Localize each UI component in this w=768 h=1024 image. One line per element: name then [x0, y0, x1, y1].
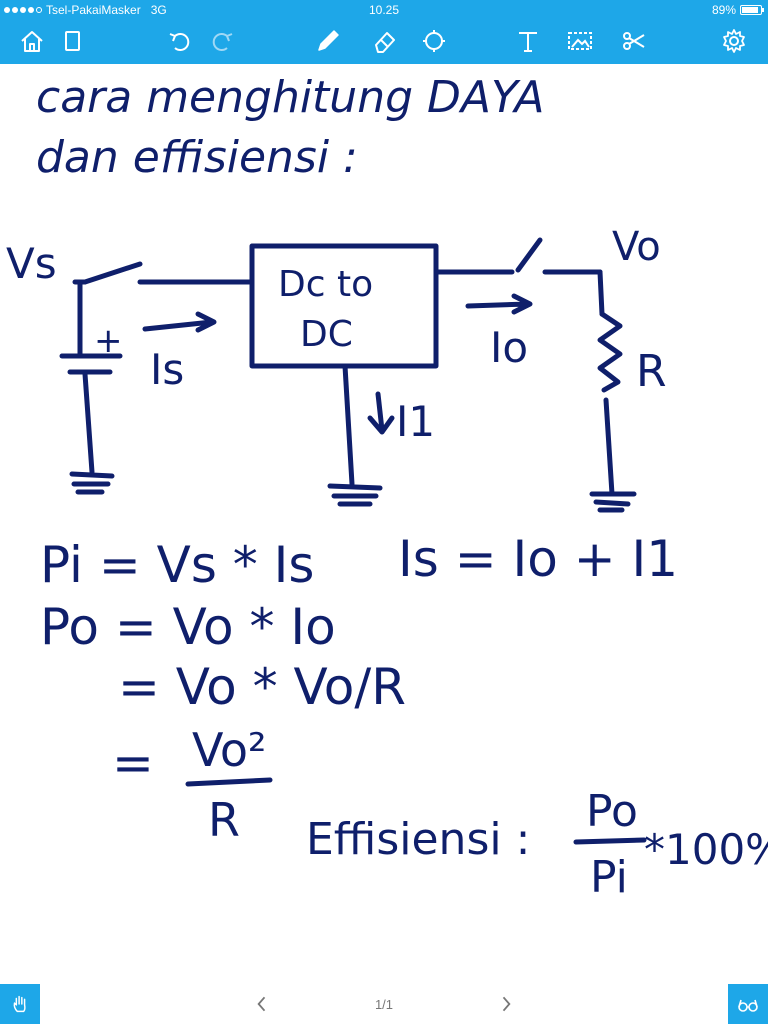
- note-title-line2: dan effisiensi :: [36, 132, 358, 183]
- status-right: 89%: [711, 3, 764, 17]
- status-time: 10.25: [368, 3, 400, 17]
- note-title-line1: cara menghitung DAYA: [36, 72, 545, 123]
- undo-button[interactable]: [162, 22, 198, 60]
- home-button[interactable]: [14, 22, 50, 60]
- battery-plus-label: +: [94, 321, 123, 361]
- eraser-tool[interactable]: [366, 22, 402, 60]
- app-toolbar: Tsel-PakaiMasker 3G 10.25 89%: [0, 0, 768, 64]
- efficiency-denominator: Pi: [590, 852, 628, 903]
- image-icon: [568, 32, 592, 50]
- equations: Pi = Vs * Is Is = Io + I1 Po = Vo * Io =…: [40, 530, 768, 903]
- redo-button[interactable]: [204, 22, 240, 60]
- settings-button[interactable]: [716, 22, 752, 60]
- note-canvas[interactable]: cara menghitung DAYA dan effisiensi :: [0, 64, 768, 984]
- source-voltage-label: Vs: [6, 239, 57, 288]
- battery-percent: 89%: [711, 3, 736, 17]
- output-current-label: Io: [490, 323, 528, 372]
- loss-current-label: I1: [396, 397, 435, 446]
- converter-label-line2: DC: [300, 314, 353, 355]
- hand-tool-button[interactable]: [0, 984, 40, 1024]
- text-icon: [519, 32, 537, 52]
- network-type: 3G: [150, 3, 167, 17]
- output-voltage-label: Vo: [612, 224, 661, 270]
- image-tool[interactable]: [562, 22, 598, 60]
- efficiency-label: Effisiensi :: [306, 814, 530, 865]
- chevron-left-icon: [257, 996, 266, 1012]
- pages-button[interactable]: [54, 22, 90, 60]
- lasso-icon: [423, 30, 445, 52]
- undo-icon: [169, 33, 190, 51]
- output-power-equation: Po = Vo * Io: [40, 598, 336, 656]
- signal-icon: [4, 7, 42, 13]
- output-power-numerator: Vo²: [192, 723, 266, 777]
- status-left: Tsel-PakaiMasker 3G: [4, 3, 167, 17]
- load-ground: [589, 491, 637, 513]
- text-tool[interactable]: [510, 22, 546, 60]
- resistor-zigzag: [597, 311, 623, 393]
- output-power-equals: =: [112, 734, 154, 792]
- page-indicator: 1/1: [374, 997, 394, 1012]
- bottom-bar: 1/1: [0, 984, 768, 1024]
- input-switch: [82, 261, 143, 285]
- resistor-wire-top: [597, 269, 605, 317]
- efficiency-fraction-bar: [573, 837, 647, 845]
- converter-ground: [327, 483, 383, 507]
- circuit-diagram: Vs + Is Dc to DC Io I1 Vo R: [6, 224, 667, 513]
- carrier-name: Tsel-PakaiMasker: [46, 3, 141, 17]
- page-icon: [65, 31, 80, 51]
- status-bar: Tsel-PakaiMasker 3G 10.25 89%: [0, 0, 768, 20]
- scissors-icon: [623, 32, 645, 50]
- battery-icon: [740, 5, 764, 15]
- converter-ground-wire: [342, 363, 355, 487]
- output-current-arrow: [465, 293, 533, 315]
- next-page-button[interactable]: [494, 992, 518, 1016]
- hand-icon: [13, 995, 26, 1013]
- output-power-denominator: R: [208, 793, 240, 847]
- scissors-tool[interactable]: [616, 22, 652, 60]
- previous-page-button[interactable]: [250, 992, 274, 1016]
- input-power-equation: Pi = Vs * Is: [40, 536, 314, 594]
- output-switch: [515, 237, 543, 273]
- home-icon: [21, 31, 43, 52]
- loss-current-arrow: [367, 391, 395, 435]
- output-power-expansion: = Vo * Vo/R: [118, 658, 406, 716]
- input-current-arrow: [142, 311, 217, 333]
- lasso-tool[interactable]: [416, 22, 452, 60]
- source-ground: [69, 471, 115, 495]
- resistor-label: R: [636, 346, 667, 397]
- efficiency-numerator: Po: [586, 786, 638, 837]
- gear-icon: [723, 29, 745, 53]
- efficiency-multiplier: *100%: [644, 825, 768, 874]
- pen-icon: [318, 30, 339, 51]
- handwritten-note: cara menghitung DAYA dan effisiensi :: [6, 72, 768, 903]
- eraser-icon: [375, 32, 395, 53]
- output-power-fraction-bar: [185, 777, 273, 787]
- current-sum-equation: Is = Io + I1: [398, 530, 678, 588]
- reading-mode-button[interactable]: [728, 984, 768, 1024]
- resistor-wire-bottom: [603, 397, 615, 497]
- input-current-label: Is: [150, 345, 184, 394]
- converter-label-line1: Dc to: [278, 264, 373, 305]
- redo-icon: [212, 33, 233, 51]
- pen-tool[interactable]: [310, 22, 346, 60]
- chevron-right-icon: [502, 996, 511, 1012]
- glasses-icon: [738, 999, 758, 1012]
- source-wire-bottom: [82, 371, 95, 475]
